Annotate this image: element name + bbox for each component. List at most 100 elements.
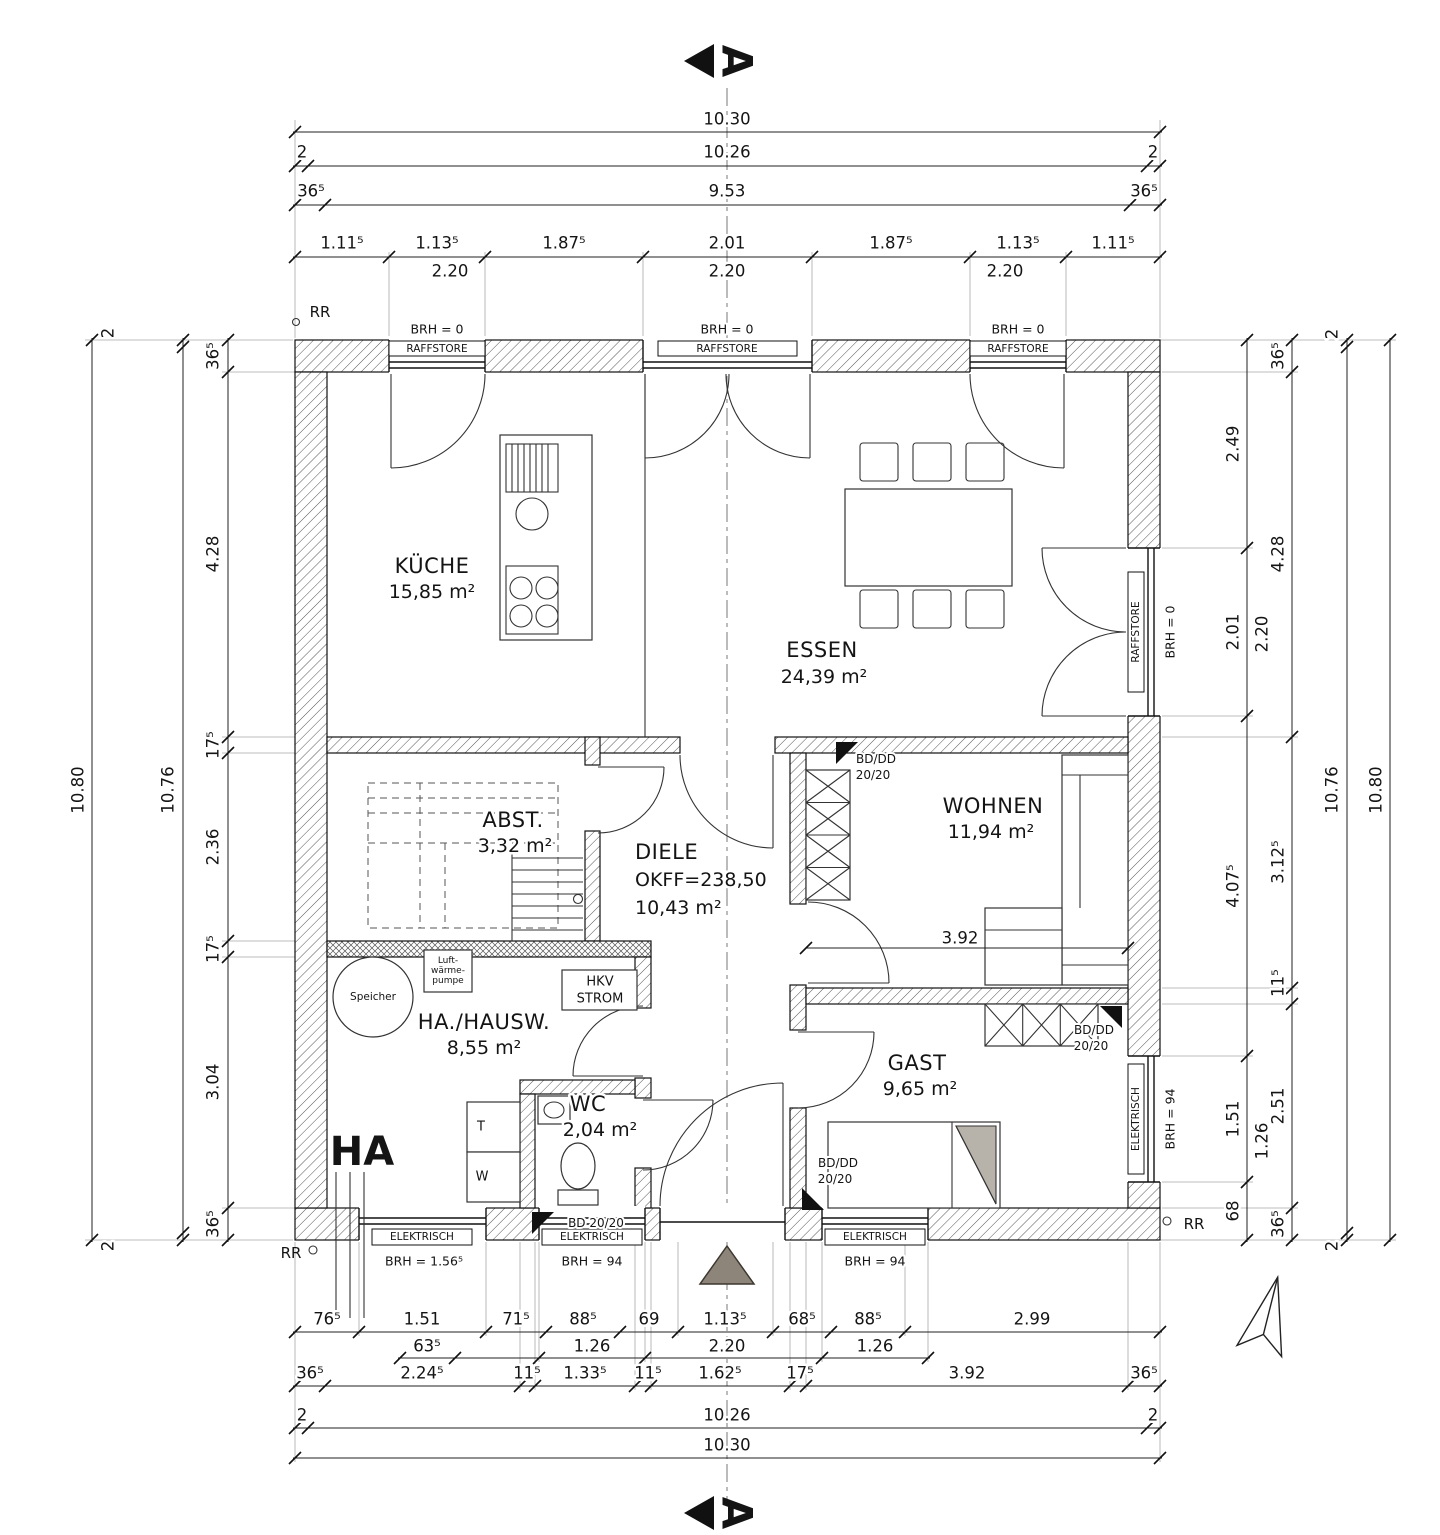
dim-top-total: 10.30 bbox=[703, 110, 750, 129]
dim: 17⁵ bbox=[204, 935, 223, 963]
brh-label: BRH = 0 bbox=[700, 322, 753, 337]
dim: 36⁵ bbox=[204, 1210, 223, 1238]
bddd-marker-wohnen: BD/DD 20/20 bbox=[836, 742, 898, 784]
dim: 3.92 bbox=[949, 1364, 986, 1383]
gast-cabinet bbox=[984, 1003, 1099, 1047]
section-letter: A bbox=[713, 45, 762, 78]
toilet-bowl bbox=[560, 1142, 596, 1190]
dim-right-total: 10.80 bbox=[1367, 766, 1386, 813]
room-wohnen-area: 11,94 m² bbox=[948, 821, 1035, 843]
bddd-marker-gast-floor: BD/DD 20/20 bbox=[802, 1154, 860, 1210]
room-hausw: HA./HAUSW. bbox=[418, 1010, 550, 1034]
toilet-tank bbox=[557, 1189, 599, 1206]
dim: 36⁵ bbox=[1130, 182, 1158, 201]
entrance-arrow bbox=[698, 1244, 756, 1285]
dim: 76⁵ bbox=[313, 1310, 341, 1329]
dim: 2.20 bbox=[709, 1337, 746, 1356]
dryer-washer: T W bbox=[466, 1101, 521, 1203]
dim-left-total: 10.80 bbox=[69, 766, 88, 813]
dim: 2.20 bbox=[709, 262, 746, 281]
extension-lines bbox=[85, 120, 1396, 1462]
dim: 2.24⁵ bbox=[400, 1364, 443, 1383]
dim: 2.01 bbox=[1224, 614, 1243, 651]
dim: 1.11⁵ bbox=[1091, 234, 1134, 253]
speicher-label: Speicher bbox=[350, 991, 397, 1003]
dim: 36⁵ bbox=[296, 1364, 324, 1383]
dim: 36⁵ bbox=[1269, 342, 1288, 370]
dim: 2 bbox=[297, 143, 308, 162]
window-top-left: RAFFSTORE BRH = 0 bbox=[388, 320, 486, 374]
window-bottom-wc: ELEKTRISCH BRH = 94 bbox=[538, 1206, 646, 1271]
dim: 68⁵ bbox=[788, 1310, 816, 1329]
dim: 2.49 bbox=[1224, 426, 1243, 463]
room-essen-area: 24,39 m² bbox=[781, 666, 868, 688]
room-wohnen: WOHNEN bbox=[943, 794, 1044, 818]
elektrisch-label: ELEKTRISCH bbox=[390, 1231, 454, 1243]
dim: 2.36 bbox=[204, 829, 223, 866]
interior-walls bbox=[326, 372, 1129, 1209]
pump-label-2: wärme- bbox=[431, 966, 465, 976]
dim: 10.26 bbox=[703, 1406, 750, 1425]
bd-marker-wc: BD 20/20 bbox=[532, 1212, 626, 1234]
dim: 36⁵ bbox=[204, 342, 223, 370]
raffstore-label: RAFFSTORE bbox=[1130, 601, 1142, 662]
raffstore-label: RAFFSTORE bbox=[406, 343, 467, 355]
elektrisch-label: ELEKTRISCH bbox=[843, 1231, 907, 1243]
right-dimensions: 2.49 2.01 4.07⁵ 1.51 68 2.20 1.26 36⁵ 4.… bbox=[1221, 326, 1388, 1254]
dim: 88⁵ bbox=[569, 1310, 597, 1329]
pump-label-1: Luft- bbox=[438, 956, 458, 966]
top-dimensions: 10.30 2 10.26 2 36⁵ 9.53 36⁵ 1.11⁵ 1.13⁵… bbox=[294, 107, 1161, 283]
raffstore-label: RAFFSTORE bbox=[696, 343, 757, 355]
strom-label: STROM bbox=[577, 992, 624, 1007]
dim: 2.20 bbox=[432, 262, 469, 281]
window-bottom-ha: ELEKTRISCH BRH = 1.56⁵ bbox=[358, 1206, 487, 1271]
dim: 4.28 bbox=[204, 536, 223, 573]
dim-bottom-total: 10.30 bbox=[703, 1436, 750, 1455]
elektrisch-label: ELEKTRISCH bbox=[1130, 1087, 1142, 1151]
dim-left-inner: 10.76 bbox=[159, 766, 178, 813]
window-top-center: RAFFSTORE BRH = 0 bbox=[642, 320, 813, 374]
dim: 9.53 bbox=[709, 182, 746, 201]
entry-door-opening bbox=[659, 1206, 786, 1242]
dim: 2.99 bbox=[1014, 1310, 1051, 1329]
bed bbox=[827, 1121, 1001, 1209]
washer-label: W bbox=[476, 1170, 489, 1185]
dim: 1.11⁵ bbox=[320, 234, 363, 253]
wc-fixtures bbox=[537, 1095, 599, 1206]
brh-label: BRH = 0 bbox=[991, 322, 1044, 337]
dim: 11⁵ bbox=[513, 1364, 541, 1383]
dim: 1.13⁵ bbox=[415, 234, 458, 253]
dim: 2 bbox=[1323, 329, 1342, 340]
dim: 63⁵ bbox=[413, 1337, 441, 1356]
dim-right-inner: 10.76 bbox=[1323, 766, 1342, 813]
brh-label: BRH = 0 bbox=[1163, 605, 1178, 658]
brh-label: BRH = 94 bbox=[562, 1254, 623, 1269]
service-lines bbox=[335, 1172, 365, 1318]
dim: 1.26 bbox=[857, 1337, 894, 1356]
room-diele: DIELE bbox=[635, 840, 698, 864]
hkv-strom-box: HKV STROM bbox=[561, 969, 638, 1011]
dim: 1.13⁵ bbox=[996, 234, 1039, 253]
dim: 2.20 bbox=[987, 262, 1024, 281]
north-arrow bbox=[1235, 1274, 1283, 1359]
section-marker-top: A bbox=[684, 44, 762, 78]
left-dimensions: 10.80 10.76 2 2 36⁵ 4.28 17⁵ 2.36 17⁵ 3.… bbox=[66, 325, 225, 1254]
window-right-essen: RAFFSTORE BRH = 0 bbox=[1126, 547, 1180, 717]
dim: 1.26 bbox=[574, 1337, 611, 1356]
dim: 11⁵ bbox=[1269, 969, 1288, 997]
dimension-lines bbox=[85, 125, 1397, 1465]
kitchen-island bbox=[499, 434, 593, 641]
dim: 3.12⁵ bbox=[1269, 840, 1288, 883]
room-gast: GAST bbox=[888, 1051, 947, 1075]
wohnen-cabinet bbox=[805, 769, 851, 901]
dim: 1.87⁵ bbox=[542, 234, 585, 253]
dim: 36⁵ bbox=[1130, 1364, 1158, 1383]
dim: 2.01 bbox=[709, 234, 746, 253]
dim: 69 bbox=[639, 1310, 660, 1329]
bddd-label: BD/DD bbox=[1074, 1023, 1114, 1037]
brh-label: BRH = 1.56⁵ bbox=[385, 1254, 463, 1269]
dim: 10.26 bbox=[703, 143, 750, 162]
dryer-label: T bbox=[476, 1120, 485, 1135]
ha-marker: HA bbox=[330, 1129, 394, 1175]
